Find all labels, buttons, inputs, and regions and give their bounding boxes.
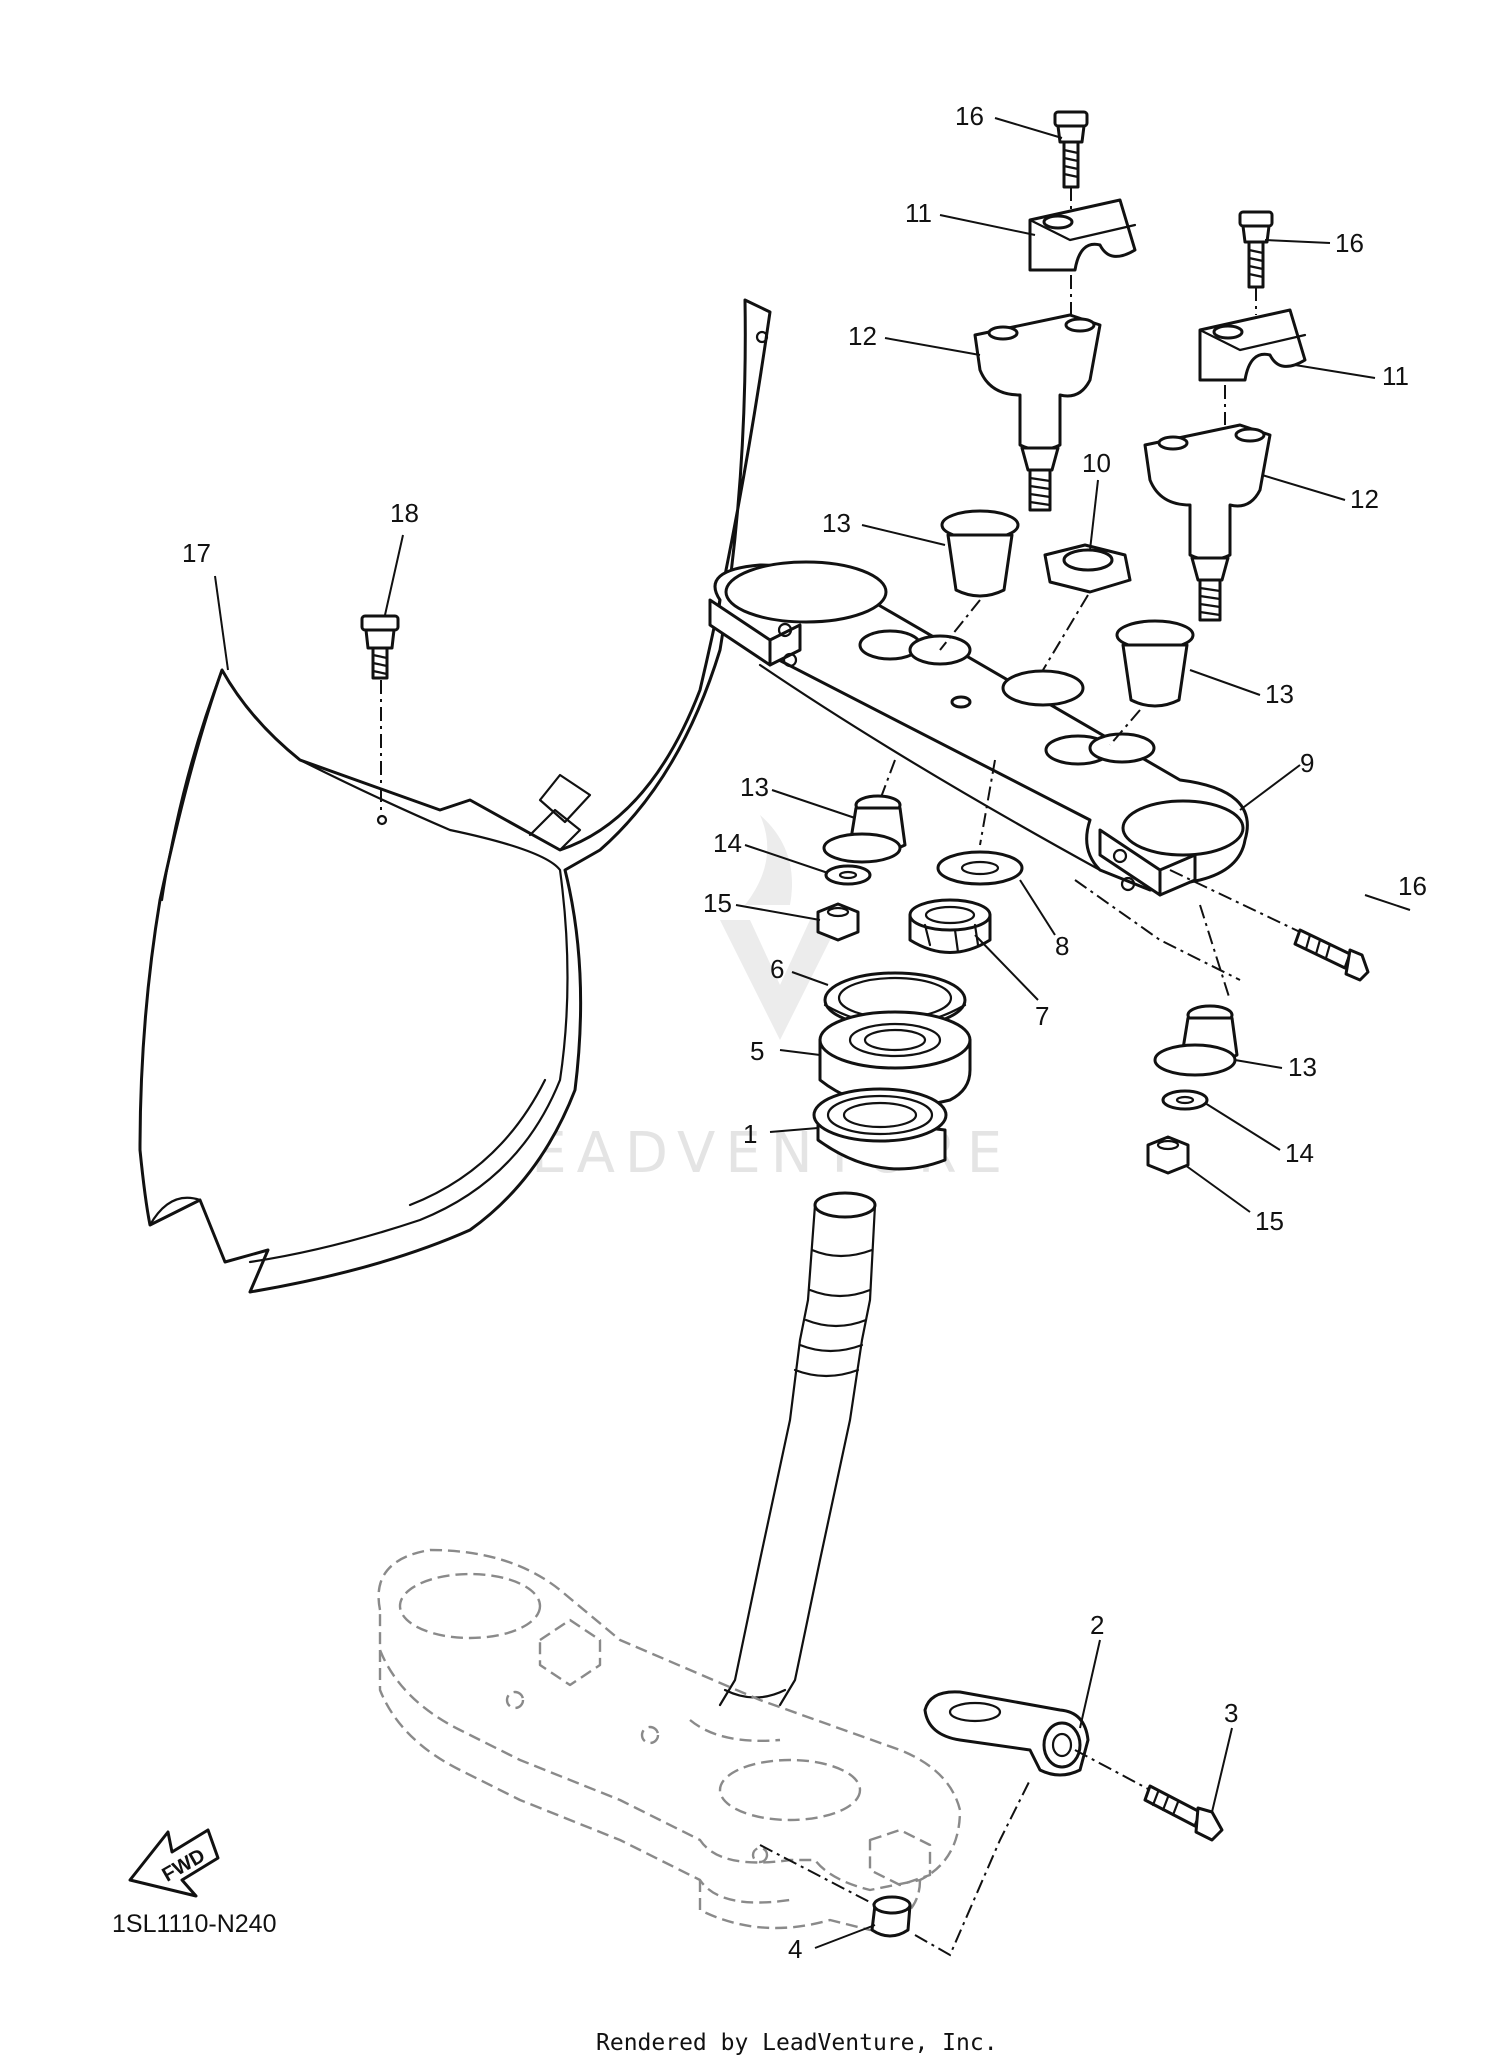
callout-9: 9 xyxy=(1300,748,1314,778)
callout-11-a: 11 xyxy=(905,198,932,228)
part-11-holder-upper-a xyxy=(1028,198,1137,272)
callout-13-d: 13 xyxy=(1288,1052,1317,1082)
callout-7: 7 xyxy=(1035,1001,1049,1031)
callout-17: 17 xyxy=(182,538,211,568)
diagram-code: 1SL1110-N240 xyxy=(112,1910,276,1938)
part-4-collar xyxy=(759,1779,1031,1957)
callout-14-a: 14 xyxy=(713,828,742,858)
callout-13-b: 13 xyxy=(1265,679,1294,709)
part-13-damper-b xyxy=(1109,619,1195,746)
lower-bracket-reference xyxy=(377,1548,962,1932)
part-1-bearing xyxy=(812,1087,948,1171)
part-16-bolt-c xyxy=(1169,869,1370,982)
part-11-holder-upper-b xyxy=(1198,308,1307,382)
leader-lines xyxy=(214,117,1411,1949)
part-3-bolt xyxy=(1074,1749,1224,1842)
part-13-damper-d xyxy=(1074,879,1241,1077)
callout-3: 3 xyxy=(1224,1698,1238,1728)
part-12-holder-lower-a xyxy=(973,275,1102,512)
part-7-ring-nut xyxy=(908,898,992,954)
callout-10: 10 xyxy=(1082,448,1111,478)
steering-stem xyxy=(718,1191,877,1707)
part-15-nut-a xyxy=(816,902,860,942)
callout-13-a: 13 xyxy=(822,508,851,538)
callout-15-b: 15 xyxy=(1255,1206,1284,1236)
callout-2: 2 xyxy=(1090,1610,1104,1640)
callout-11-b: 11 xyxy=(1382,361,1409,391)
part-13-damper-c xyxy=(822,759,907,864)
fwd-arrow-icon: FWD xyxy=(128,1828,220,1898)
callout-12-b: 12 xyxy=(1350,484,1379,514)
callout-16-c: 16 xyxy=(1398,871,1427,901)
part-10-nut xyxy=(1042,543,1132,671)
part-16-bolt-a xyxy=(1053,110,1089,215)
part-9-upper-bracket xyxy=(708,560,1249,897)
callout-8: 8 xyxy=(1055,931,1069,961)
callout-15-a: 15 xyxy=(703,888,732,918)
part-8-washer xyxy=(936,759,1024,886)
part-2-holder xyxy=(923,1690,1090,1777)
part-13-damper-a xyxy=(939,509,1020,651)
part-17-number-plate xyxy=(138,298,772,1294)
callout-6: 6 xyxy=(770,954,784,984)
callout-13-c: 13 xyxy=(740,772,769,802)
part-14-washer-b xyxy=(1161,1089,1209,1111)
part-15-nut-b xyxy=(1146,1135,1190,1175)
part-14-washer-a xyxy=(824,864,872,886)
callout-5: 5 xyxy=(750,1036,764,1066)
callout-4: 4 xyxy=(788,1934,802,1964)
callout-18: 18 xyxy=(390,498,419,528)
part-12-holder-lower-b xyxy=(1143,385,1272,622)
callout-16-a: 16 xyxy=(955,101,984,131)
callout-1: 1 xyxy=(743,1119,757,1149)
callout-12-a: 12 xyxy=(848,321,877,351)
render-credit: Rendered by LeadVenture, Inc. xyxy=(596,2030,998,2056)
part-18-bolt xyxy=(360,614,400,815)
callout-16-b: 16 xyxy=(1335,228,1364,258)
part-16-bolt-b xyxy=(1238,210,1274,315)
callouts: 1 2 3 4 5 6 7 8 9 10 11 11 12 12 13 13 1… xyxy=(182,101,1427,1964)
callout-14-b: 14 xyxy=(1285,1138,1314,1168)
